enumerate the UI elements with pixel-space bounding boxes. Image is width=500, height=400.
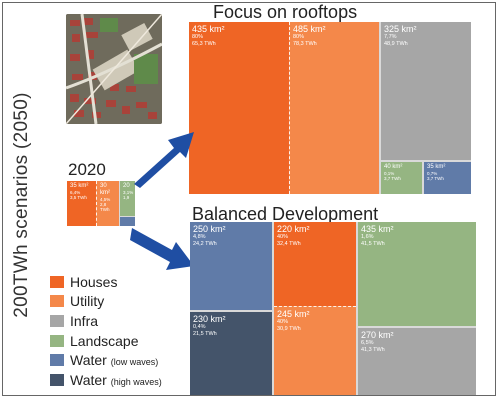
cell-energy: 41,3 TWh [361, 346, 385, 353]
cell-share: 4,8% [193, 234, 206, 241]
legend-note: (low waves) [110, 357, 159, 368]
treemap-cell-utility: 30 km² 4,5% 2,8 TWh [96, 181, 119, 226]
cell-energy: 41,5 TWh [361, 240, 385, 247]
cell-area: 250 km² [193, 224, 226, 234]
cell-area: 40 km² [384, 164, 403, 170]
baseline-year-label: 2020 [68, 160, 106, 179]
legend-swatch [50, 275, 64, 288]
arrow-to-rooftops-icon [134, 132, 194, 188]
cell-area: 435 km² [361, 224, 394, 234]
treemap-cell-utility: 485 km² 80% 78,3 TWh [289, 22, 379, 194]
cell-share: 6,5% [361, 340, 374, 347]
cell-share: 6,4% [70, 189, 81, 195]
cell-share: 80% [293, 34, 305, 41]
aerial-photo-drawing [66, 14, 162, 124]
cell-share: 0,4% [193, 324, 206, 331]
cell-energy: 2,8 TWh [100, 201, 110, 213]
legend-item-water-low: Water (low waves) [50, 350, 190, 370]
cell-area: 220 km² [277, 224, 310, 234]
legend-label-text: Water [70, 352, 107, 369]
cell-area: 20 [123, 183, 130, 189]
cell-area: 325 km² [384, 24, 417, 34]
legend-label: Water (high waves) [70, 372, 162, 388]
cell-area: 30 km² [100, 183, 110, 196]
treemap-cell-water-high: 230 km² 0,4% 21,5 TWh [190, 312, 272, 395]
treemap-cell-water-low: 35 km² 0,7% 3,7 TWh [424, 162, 471, 194]
treemap-cell-utility: 245 km² 40% 30,9 TWh [274, 306, 356, 395]
cell-share: 3,1% [123, 189, 134, 195]
cell-energy: 21,5 TWh [193, 330, 217, 337]
cell-area: 435 km² [192, 24, 225, 34]
legend-label: Water (low waves) [70, 352, 158, 368]
cell-energy: 78,3 TWh [293, 40, 317, 47]
legend-item-infra: Infra [50, 311, 190, 331]
treemap-cell-houses: 435 km² 80% 65,3 TWh [189, 22, 289, 194]
cell-share: 1,6% [361, 234, 374, 241]
legend-swatch [50, 314, 64, 327]
treemap-2020: 35 km² 6,4% 3,5 TWh 30 km² 4,5% 2,8 TWh … [67, 181, 135, 226]
cell-energy: 24,2 TWh [193, 240, 217, 247]
cell-area: 35 km² [427, 164, 446, 170]
scenario-title-rooftops: Focus on rooftops [213, 2, 358, 22]
legend-item-utility: Utility [50, 292, 190, 312]
treemap-cell-water-low: 250 km² 4,8% 24,2 TWh [190, 222, 272, 310]
cell-energy: 3,7 TWh [427, 176, 444, 182]
cell-energy: 3,7 TWh [384, 176, 401, 182]
legend: Houses Utility Infra Landscape Water (lo… [50, 272, 190, 390]
vertical-title: 200TWh scenarios (2050) [4, 30, 40, 380]
cell-area: 270 km² [361, 330, 394, 340]
treemap-rooftops: 435 km² 80% 65,3 TWh 485 km² 80% 78,3 TW… [189, 22, 471, 194]
cell-area: 245 km² [277, 309, 310, 319]
legend-label-text: Infra [70, 312, 99, 329]
cell-energy: 3,5 TWh [70, 195, 87, 201]
cell-energy: 65,3 TWh [192, 40, 216, 47]
cell-energy: 32,4 TWh [277, 240, 301, 247]
cell-share: 40% [277, 234, 289, 241]
legend-swatch [50, 354, 64, 367]
cell-area: 35 km² [70, 183, 89, 189]
legend-label: Infra [70, 313, 98, 329]
legend-swatch [50, 373, 64, 386]
cell-share: 0,7% [427, 170, 438, 176]
treemap-balanced: 250 km² 4,8% 24,2 TWh 230 km² 0,4% 21,5 … [190, 222, 476, 395]
arrow-to-balanced-icon [130, 228, 194, 270]
cell-share: 4,5% [100, 196, 111, 202]
treemap-cell-landscape: 435 km² 1,6% 41,5 TWh [358, 222, 476, 326]
cell-energy: 48,9 TWh [384, 40, 408, 47]
figure-frame [2, 2, 496, 396]
cell-share: 0,1% [384, 170, 395, 176]
cell-energy: 30,9 TWh [277, 325, 301, 332]
legend-item-houses: Houses [50, 272, 190, 292]
legend-item-water-high: Water (high waves) [50, 370, 190, 390]
treemap-cell-infra: 270 km² 6,5% 41,3 TWh [358, 328, 476, 395]
treemap-cell-infra: 325 km² 7,7% 48,9 TWh [381, 22, 471, 160]
cell-area: 230 km² [193, 314, 226, 324]
legend-swatch [50, 334, 64, 347]
legend-label: Houses [70, 274, 117, 290]
cell-share: 7,7% [384, 34, 397, 41]
aerial-neighbourhood-photo [66, 14, 162, 124]
vertical-title-text: 200TWh scenarios (2050) [11, 92, 33, 318]
treemap-cell-water-low [120, 217, 135, 226]
legend-label-text: Landscape [70, 332, 139, 349]
cell-area: 485 km² [293, 24, 326, 34]
legend-label: Utility [70, 293, 104, 309]
legend-label-text: Utility [70, 293, 105, 310]
treemap-cell-houses: 35 km² 6,4% 3,5 TWh [67, 181, 96, 226]
legend-swatch [50, 295, 64, 308]
scenario-title-balanced: Balanced Development [192, 204, 379, 224]
cell-energy: 1,9 [123, 195, 130, 201]
legend-label-text: Houses [70, 273, 118, 290]
legend-label-text: Water [70, 371, 107, 388]
treemap-cell-landscape: 20 3,1% 1,9 [120, 181, 135, 216]
legend-item-landscape: Landscape [50, 331, 190, 351]
treemap-cell-landscape: 40 km² 0,1% 3,7 TWh [381, 162, 422, 194]
treemap-cell-houses: 220 km² 40% 32,4 TWh [274, 222, 356, 306]
cell-share: 80% [192, 34, 204, 41]
legend-label: Landscape [70, 333, 139, 349]
cell-share: 40% [277, 319, 289, 326]
legend-note: (high waves) [110, 376, 162, 387]
